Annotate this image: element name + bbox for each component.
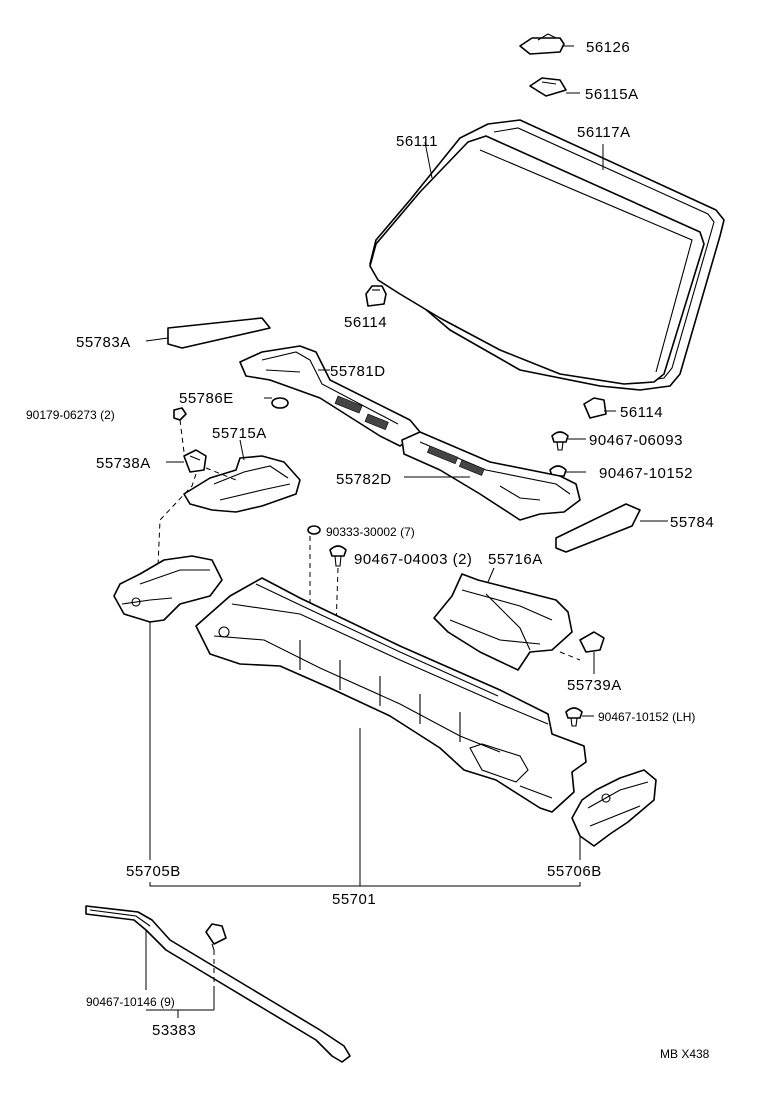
label-56114-upper: 56114 [344,314,387,331]
part-56114-stopper-upper [365,285,387,307]
part-90467-06093-clip [551,431,586,451]
label-55715a: 55715A [212,425,267,442]
part-90333-plug [307,525,321,535]
label-55783a: 55783A [76,334,131,351]
label-55705b: 55705B [126,863,181,880]
part-56114-stopper-lower [583,397,616,419]
part-55716a-bracket [433,567,573,671]
label-55706b: 55706B [547,863,602,880]
label-55701: 55701 [332,891,376,908]
part-55782d-louver [401,431,581,521]
part-windshield [369,119,725,391]
part-90467-04003-clip [329,545,347,567]
part-55738a-clip [166,449,207,473]
label-56126: 56126 [586,39,630,56]
label-55781d: 55781D [330,363,386,380]
label-55786e: 55786E [179,390,234,407]
diagram-code: MB X438 [660,1047,710,1061]
label-90179-06273: 90179-06273 (2) [26,408,115,422]
part-55783a-seal [145,317,271,349]
part-55715a-bracket [183,439,301,513]
label-55716a: 55716A [488,551,543,568]
part-90179-nut [173,407,187,421]
label-53383: 53383 [152,1022,196,1039]
label-90467-10152: 90467-10152 [599,465,693,482]
label-55738a: 55738A [96,455,151,472]
label-55782d: 55782D [336,471,392,488]
part-55781d-louver [239,345,421,447]
label-55784: 55784 [670,514,714,531]
part-56126-clip [519,33,574,55]
part-55784-seal [555,503,668,553]
part-90467-10152-lh-clip [565,707,594,727]
part-56115a-clip [529,77,580,97]
label-55739a: 55739A [567,677,622,694]
part-55786e-grommet [264,397,289,409]
part-55706b-bracket [571,769,657,860]
label-90467-06093: 90467-06093 [589,432,683,449]
part-90467-10146-clip [205,923,227,951]
part-55705b-bracket [113,555,223,860]
label-56117a: 56117A [577,124,631,141]
label-90467-04003: 90467-04003 (2) [354,551,472,568]
label-90467-10146: 90467-10146 (9) [86,995,175,1009]
label-90467-10152-lh: 90467-10152 (LH) [598,710,695,724]
part-55739a-clip [579,631,605,674]
label-56114-lower: 56114 [620,404,663,421]
part-55701-cowl-panel [195,577,587,886]
label-56115a: 56115A [585,86,639,103]
label-90333-30002: 90333-30002 (7) [326,525,415,539]
label-56111: 56111 [396,133,438,150]
